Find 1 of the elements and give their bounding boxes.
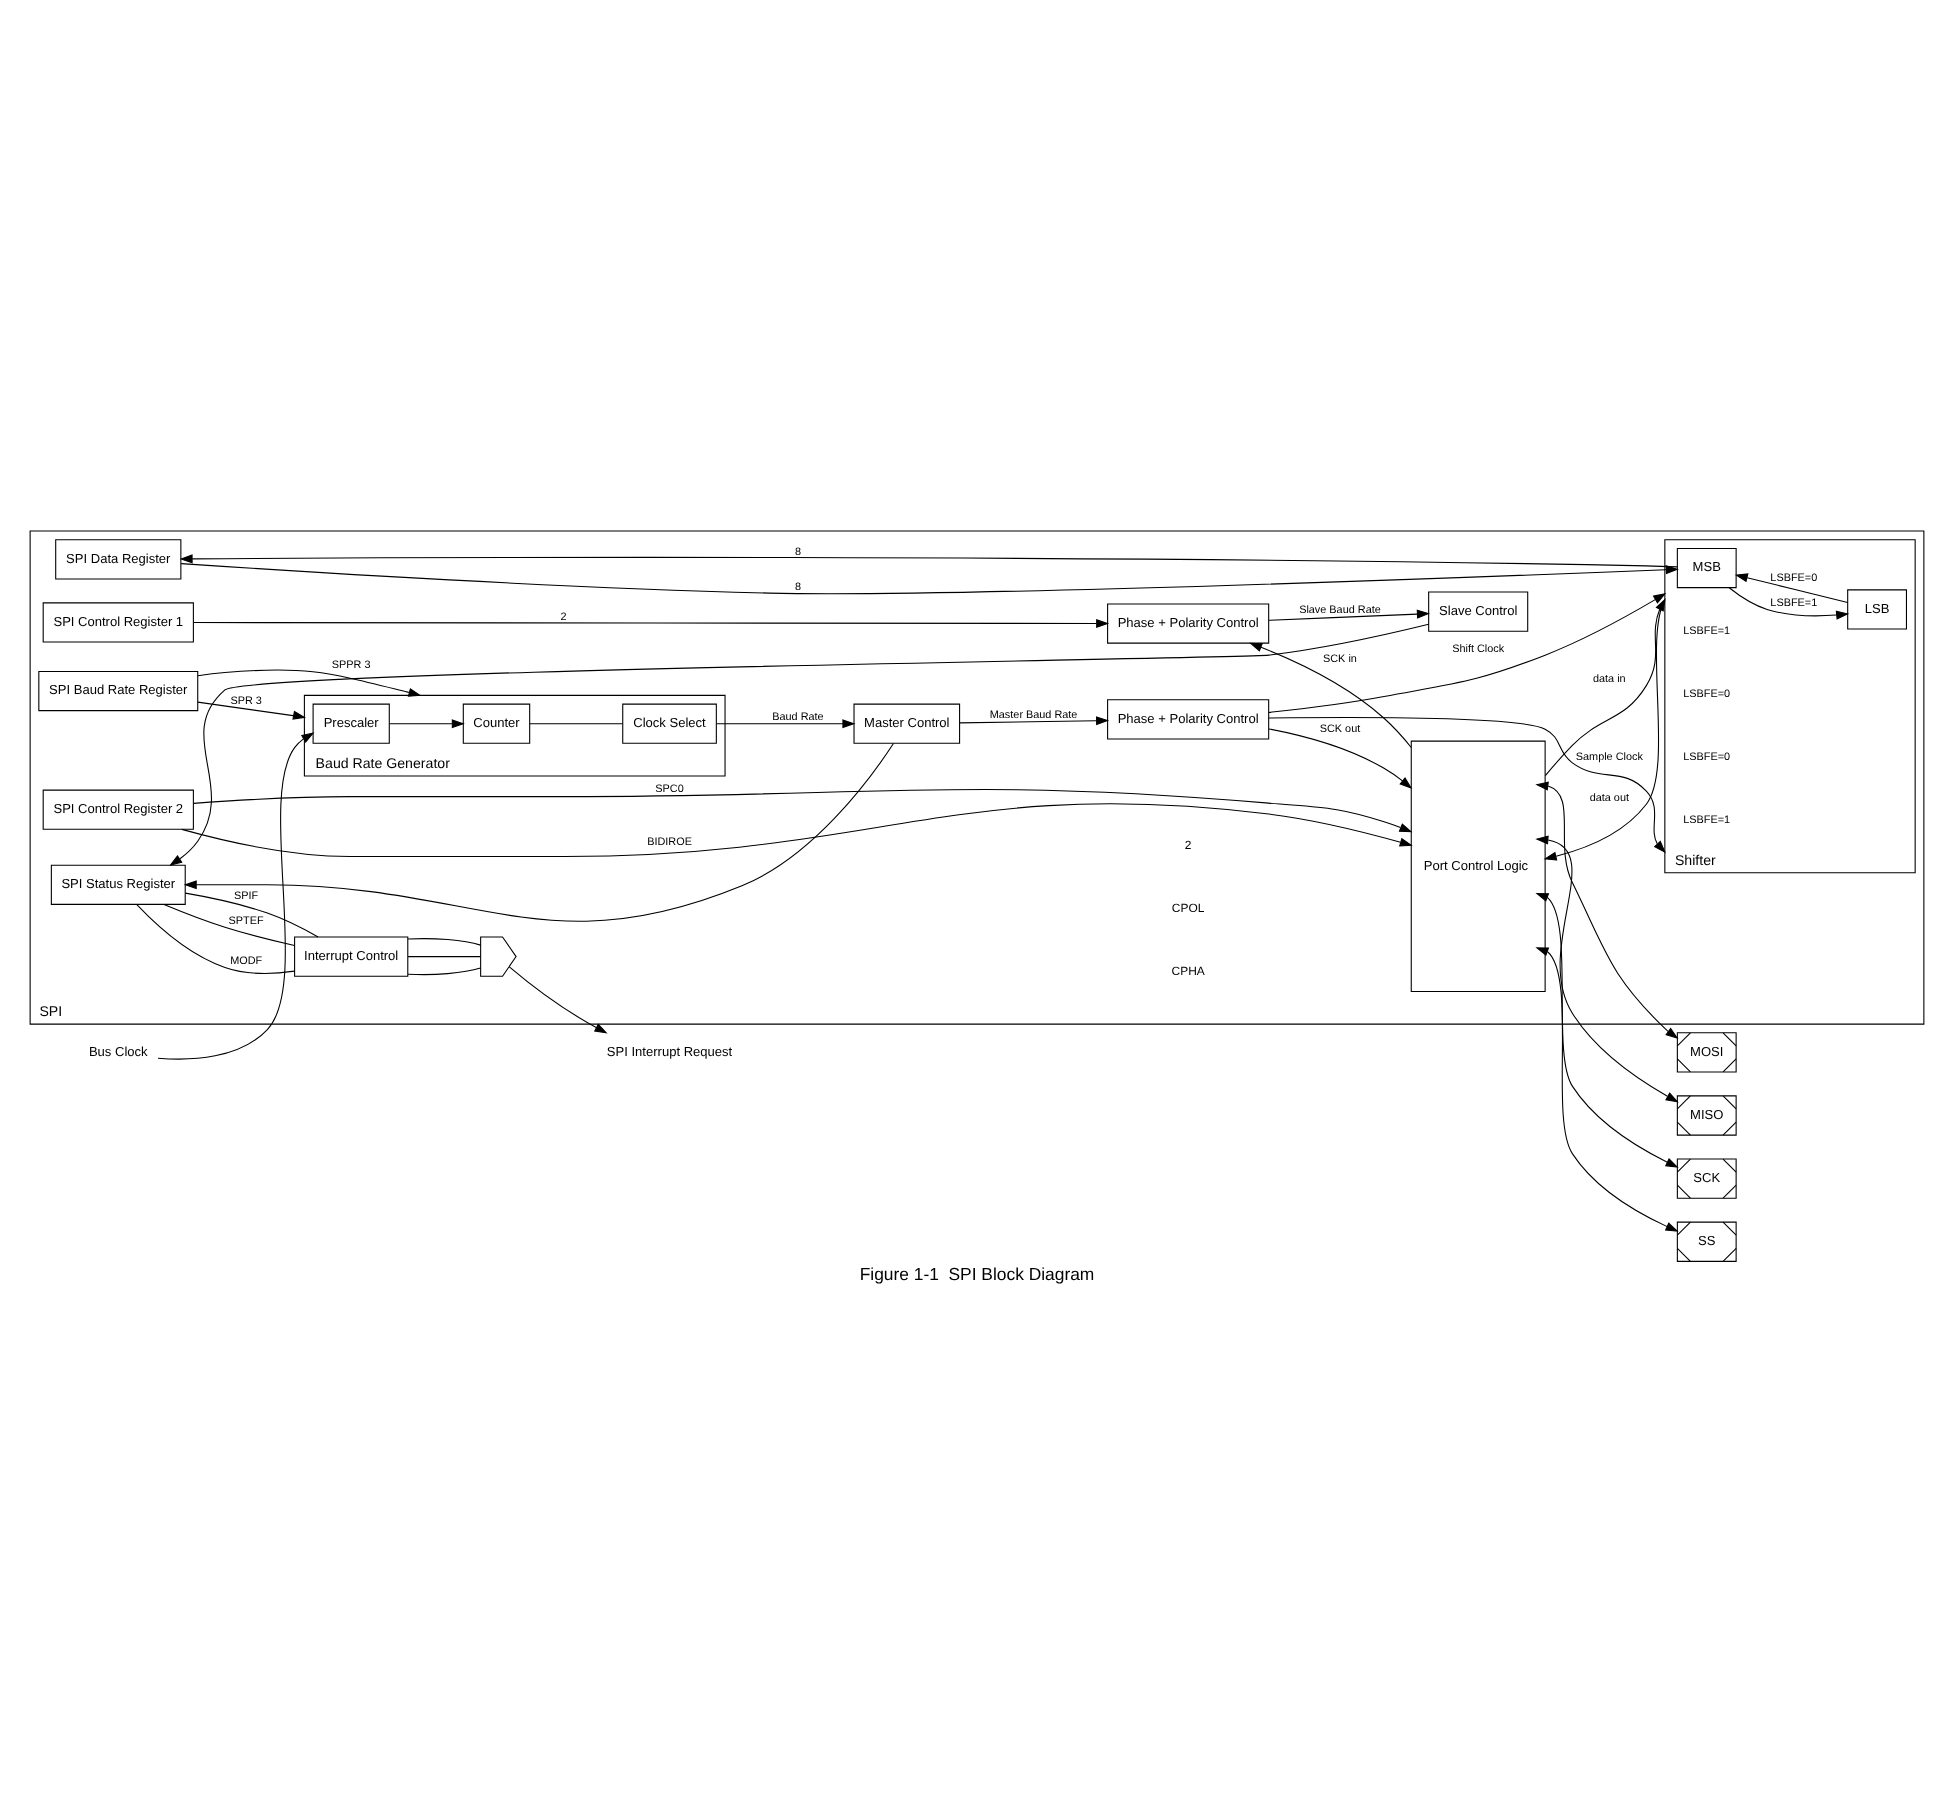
caption: Figure 1-1 SPI Block Diagram [859,1263,1095,1284]
